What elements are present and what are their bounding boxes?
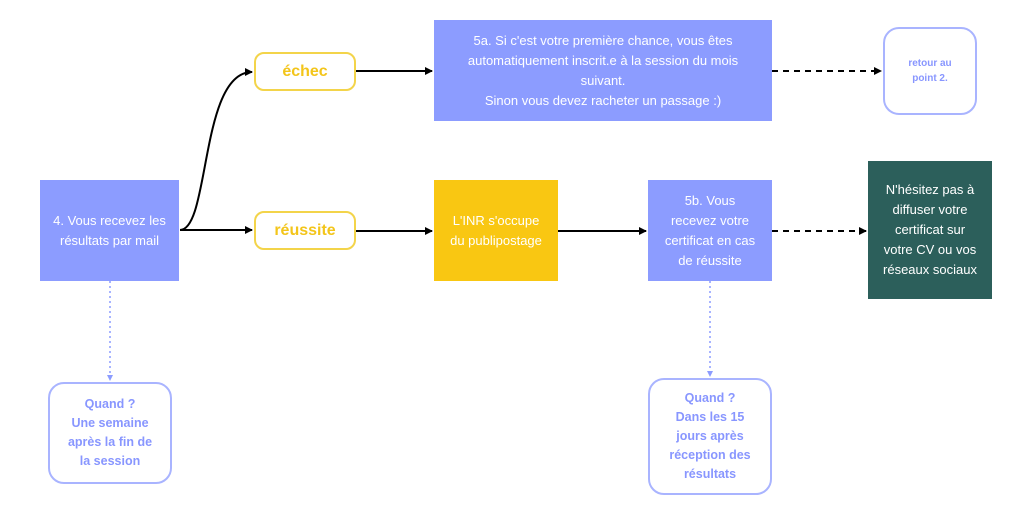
step5b-text: 5b. Vous recevez votre certificat en cas… <box>664 192 756 268</box>
quand1-note: Quand ? Une semaine après la fin de la s… <box>48 382 172 484</box>
reussite-text: réussite <box>274 221 336 239</box>
inr-text: L'INR s'occupe du publipostage <box>450 212 542 248</box>
echec-label: échec <box>254 52 356 91</box>
reussite-label: réussite <box>254 211 356 250</box>
diffuser-text: N'hésitez pas à diffuser votre certifica… <box>883 182 977 277</box>
step5a-text: 5a. Si c'est votre première chance, vous… <box>467 32 739 108</box>
echec-text: échec <box>282 62 328 80</box>
step5b-box: 5b. Vous recevez votre certificat en cas… <box>648 180 772 281</box>
diffuser-box: N'hésitez pas à diffuser votre certifica… <box>868 161 992 299</box>
step4-text: 4. Vous recevez les résultats par mail <box>53 212 166 248</box>
quand1-text: Quand ? Une semaine après la fin de la s… <box>67 397 153 468</box>
retour-note: retour au point 2. <box>883 27 977 115</box>
inr-box: L'INR s'occupe du publipostage <box>434 180 558 281</box>
retour-text: retour au point 2. <box>908 58 952 84</box>
step5a-box: 5a. Si c'est votre première chance, vous… <box>434 20 772 121</box>
quand2-note: Quand ? Dans les 15 jours après réceptio… <box>648 378 772 495</box>
step4-box: 4. Vous recevez les résultats par mail <box>40 180 179 281</box>
arrow-step4-to-echec <box>179 68 253 231</box>
quand2-text: Quand ? Dans les 15 jours après réceptio… <box>669 391 751 481</box>
